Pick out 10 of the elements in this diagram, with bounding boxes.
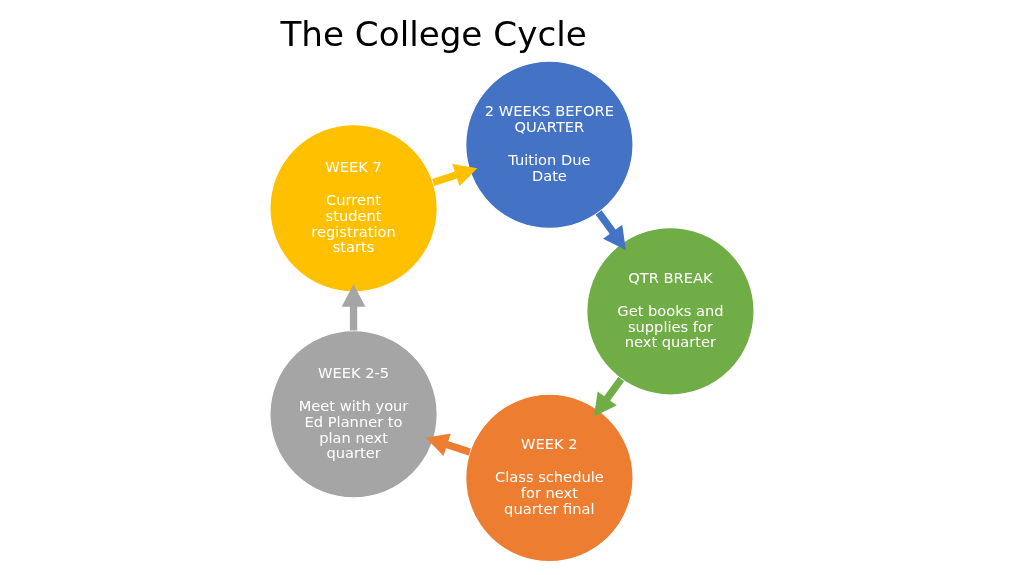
diagram-title: The College Cycle xyxy=(280,13,587,54)
node-circle: WEEK 7 Current student registration starts xyxy=(269,124,438,293)
node-circle: WEEK 2-5 Meet with your Ed Planner to plan next quarter xyxy=(269,330,438,499)
arrow xyxy=(432,163,478,187)
arrow xyxy=(341,284,366,331)
arrow xyxy=(593,376,625,417)
node-circle: 2 WEEKS BEFORE QUARTER Tuition Due Date xyxy=(465,60,634,229)
arrow xyxy=(425,433,471,456)
arrow xyxy=(595,210,626,250)
node-circle: QTR BREAK Get books and supplies for next quarter xyxy=(586,227,755,396)
